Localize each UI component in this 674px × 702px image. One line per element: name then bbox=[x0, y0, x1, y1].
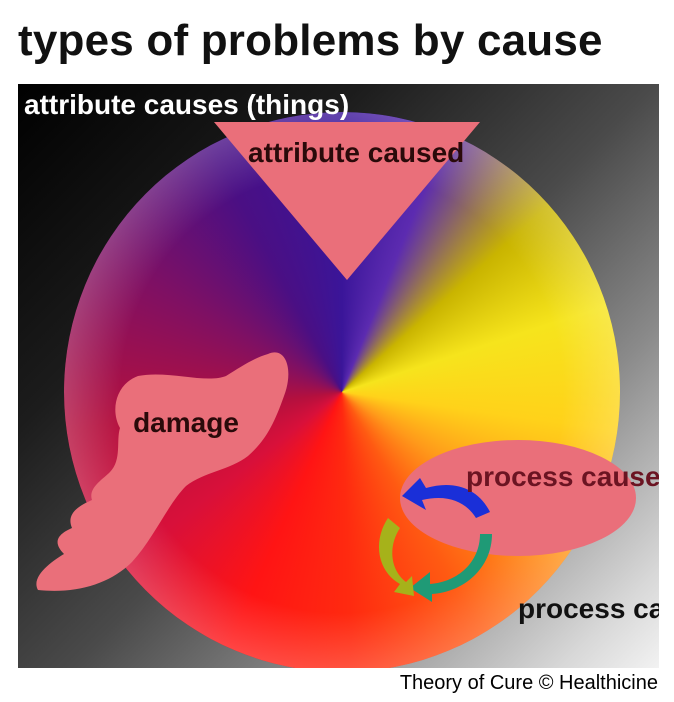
arrow-teal bbox=[410, 534, 492, 602]
attribute-causes-label: attribute causes (things) bbox=[24, 89, 350, 120]
arrow-yellow-green bbox=[378, 518, 414, 596]
diagram-shapes bbox=[36, 122, 636, 602]
process-causes-label: process causes bbox=[518, 593, 659, 624]
page-title: types of problems by cause bbox=[18, 16, 603, 65]
credit-text: Theory of Cure © Healthicine bbox=[399, 672, 658, 694]
process-caused-label: process caused bbox=[466, 461, 659, 492]
diagram-panel: attribute causes (things) process causes… bbox=[18, 84, 659, 668]
damage-splotch bbox=[36, 352, 289, 591]
arrow-blue bbox=[402, 478, 490, 518]
attribute-caused-label: attribute caused bbox=[248, 137, 465, 168]
attribute-caused-triangle bbox=[214, 122, 480, 280]
damage-label: damage bbox=[133, 407, 239, 438]
process-caused-ellipse bbox=[400, 440, 636, 556]
cycle-arrows bbox=[378, 478, 492, 602]
